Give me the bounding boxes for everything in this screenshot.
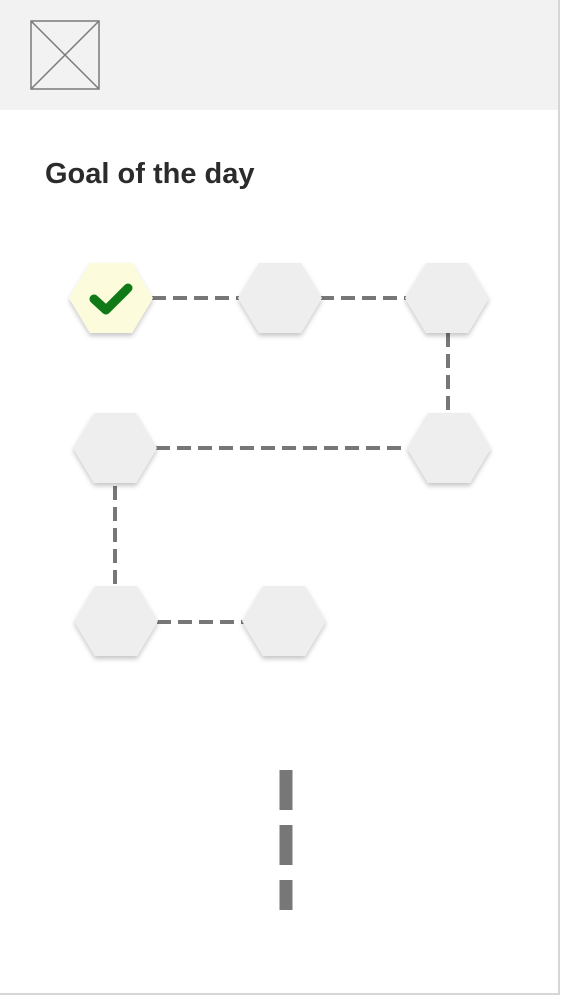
- path-connectors: [113, 296, 450, 910]
- check-icon: [89, 283, 133, 315]
- app-header: [0, 0, 558, 110]
- goal-node-3[interactable]: [405, 263, 489, 333]
- goal-node-2[interactable]: [238, 263, 322, 333]
- image-placeholder-icon: [30, 20, 100, 90]
- goal-node-4[interactable]: [73, 413, 157, 483]
- goal-node-7[interactable]: [242, 586, 326, 656]
- goal-node-6[interactable]: [74, 586, 158, 656]
- goal-node-1[interactable]: [69, 263, 153, 333]
- goal-node-5[interactable]: [407, 413, 491, 483]
- page-title: Goal of the day: [45, 158, 255, 190]
